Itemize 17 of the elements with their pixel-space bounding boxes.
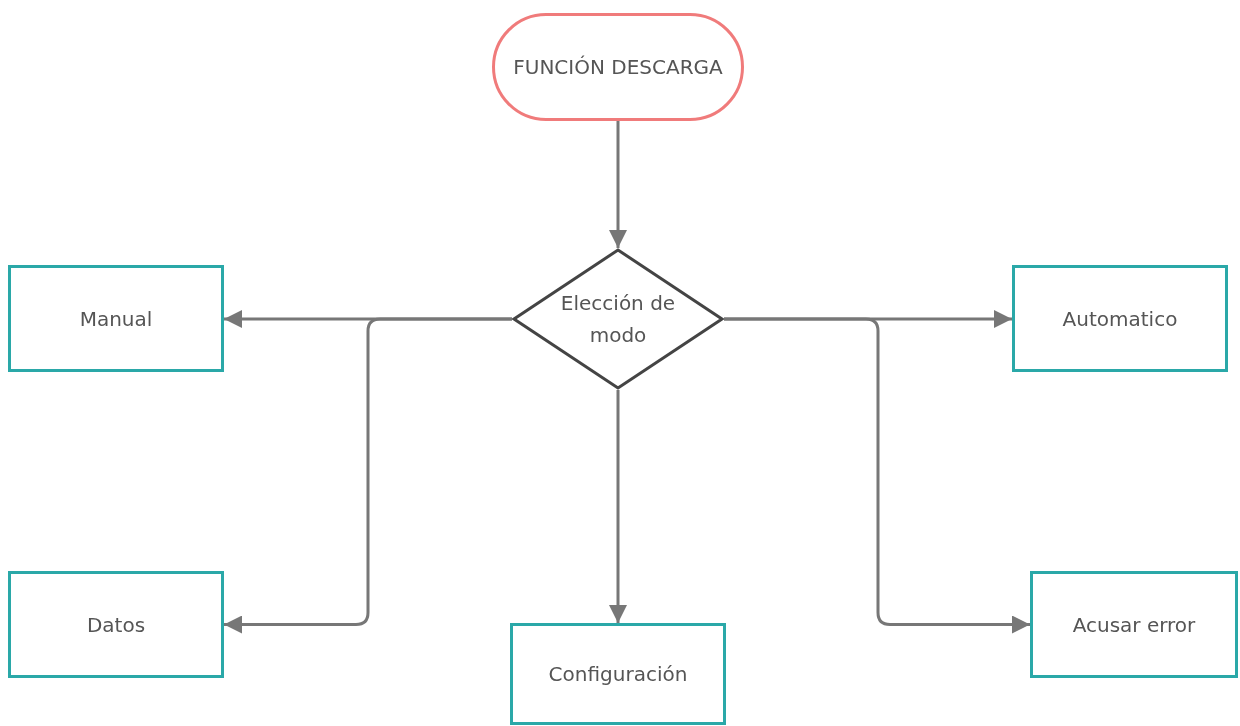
node-label: Automatico — [1062, 305, 1178, 333]
node-label: FUNCIÓN DESCARGA — [513, 54, 723, 81]
node-label: Configuración — [548, 661, 688, 688]
decision-diamond — [512, 248, 724, 390]
node-label: Datos — [86, 611, 146, 639]
process-box — [8, 571, 224, 678]
node-label: Elección de modo — [559, 290, 677, 349]
node-label: Acusar error — [1072, 611, 1196, 639]
process-box — [1012, 265, 1228, 372]
node-label: Manual — [79, 305, 153, 333]
arrow — [609, 390, 627, 623]
arrow — [609, 121, 627, 248]
arrow — [724, 317, 1030, 634]
arrow — [224, 317, 512, 634]
process-box — [510, 623, 726, 725]
process-box — [1030, 571, 1238, 678]
process-box — [8, 265, 224, 372]
